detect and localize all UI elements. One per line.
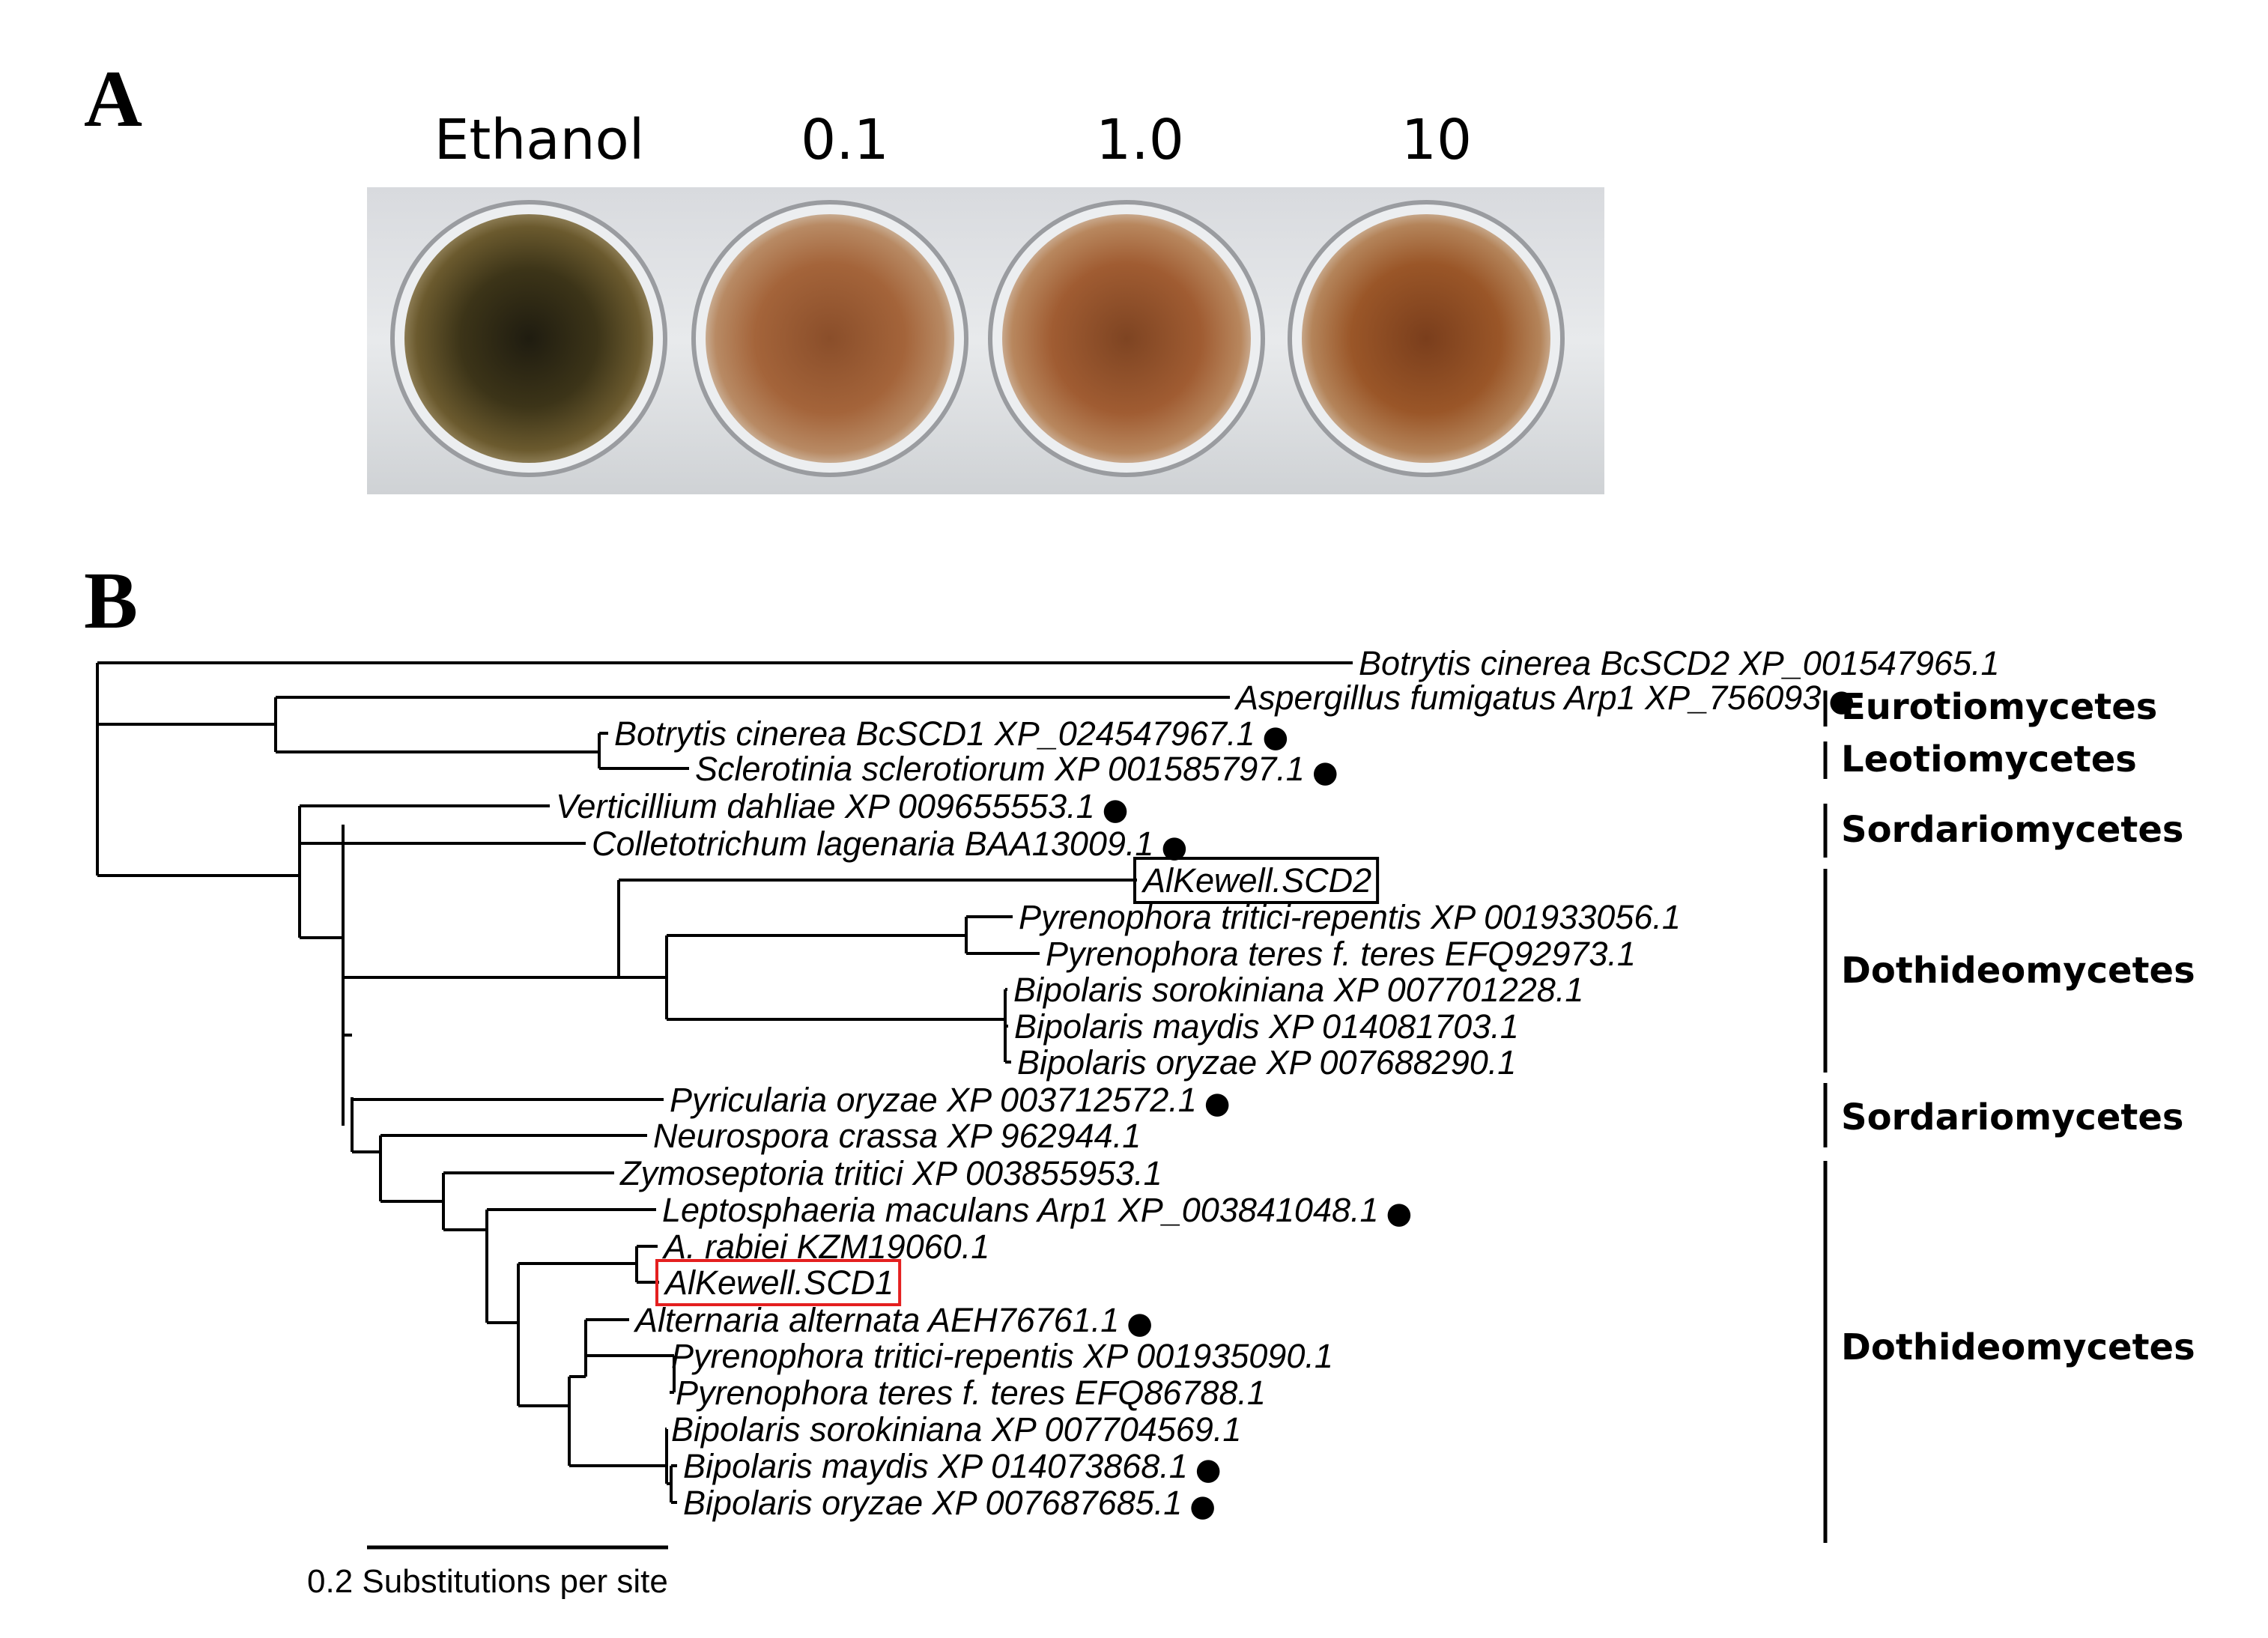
- dot-marker-icon: ●: [1312, 755, 1338, 789]
- dot-marker-icon: ●: [1204, 1086, 1231, 1120]
- taxon-label: Bipolaris oryzae XP 007687685.1: [683, 1484, 1182, 1522]
- taxon-label: Bipolaris oryzae XP 007688290.1: [1017, 1043, 1516, 1082]
- taxon-label: Pyrenophora teres f. teres EFQ92973.1: [1046, 935, 1636, 973]
- taxon-label: AlKewell.SCD1: [663, 1264, 894, 1302]
- panel-b-letter: B: [84, 556, 138, 646]
- dot-marker-icon: ●: [1103, 792, 1129, 827]
- well-10: [1288, 200, 1565, 477]
- well-0-1: [691, 200, 968, 477]
- taxon-label: Bipolaris sorokiniana XP 007704569.1: [671, 1410, 1241, 1449]
- clade-label-eurotiomycetes: Eurotiomycetes: [1841, 686, 2157, 728]
- scale-bar-label: 0.2 Substitutions per site: [307, 1563, 668, 1600]
- clade-label-dothideomycetes-1: Dothideomycetes: [1841, 950, 2195, 992]
- highlight-box-red: [655, 1259, 902, 1306]
- dot-marker-icon: ●: [1195, 1452, 1222, 1487]
- well-1-0: [988, 200, 1265, 477]
- well-ethanol: [390, 200, 667, 477]
- taxon-label: Colletotrichum lagenaria BAA13009.1: [592, 825, 1153, 863]
- column-label-1-0: 1.0: [1096, 108, 1184, 172]
- taxon-label: AlKewell.SCD2: [1141, 861, 1371, 900]
- taxon-label: Alternaria alternata AEH76761.1: [633, 1301, 1119, 1339]
- taxon-label: Bipolaris sorokiniana XP 007701228.1: [1013, 971, 1583, 1009]
- taxon-label: Pyrenophora teres f. teres EFQ86788.1: [676, 1374, 1266, 1412]
- taxon-label: Aspergillus fumigatus Arp1 XP_756093: [1234, 679, 1821, 717]
- dot-marker-icon: ●: [1127, 1306, 1153, 1341]
- culture-10: [1302, 214, 1550, 463]
- clade-label-leotiomycetes: Leotiomycetes: [1841, 738, 2137, 780]
- scale-bar: 0.2 Substitutions per site: [307, 1545, 668, 1600]
- taxon-label: Pyrenophora tritici-repentis XP 00193509…: [671, 1337, 1333, 1375]
- highlight-box-black: [1133, 857, 1380, 904]
- clade-brackets: Eurotiomycetes Leotiomycetes Sordariomyc…: [1823, 686, 2195, 1543]
- taxon-label: Bipolaris maydis XP 014081703.1: [1014, 1007, 1519, 1046]
- dot-marker-icon: ●: [1386, 1196, 1413, 1231]
- taxon-label: Leptosphaeria maculans Arp1 XP_003841048…: [662, 1191, 1379, 1229]
- culture-0-1: [706, 214, 954, 463]
- taxon-label: Neurospora crassa XP 962944.1: [653, 1117, 1141, 1155]
- taxon-label: Verticillium dahliae XP 009655553.1: [556, 787, 1095, 825]
- clade-label-sordariomycetes-2: Sordariomycetes: [1841, 1096, 2183, 1138]
- taxon-label: Sclerotinia sclerotiorum XP 001585797.1: [695, 750, 1305, 788]
- column-label-10: 10: [1401, 108, 1472, 172]
- column-label-ethanol: Ethanol: [434, 108, 645, 172]
- phylogenetic-tree: Botrytis cinerea BcSCD2 XP_001547965.1As…: [96, 644, 2000, 1523]
- taxon-label: Botrytis cinerea BcSCD2 XP_001547965.1: [1359, 644, 2000, 682]
- dot-marker-icon: ●: [1828, 684, 1855, 718]
- dot-marker-icon: ●: [1189, 1489, 1216, 1523]
- taxon-label: Bipolaris maydis XP 014073868.1: [683, 1447, 1188, 1485]
- clade-label-dothideomycetes-2: Dothideomycetes: [1841, 1326, 2195, 1368]
- taxon-label: Pyricularia oryzae XP 003712572.1: [670, 1081, 1197, 1119]
- well-plate-photo: [367, 187, 1604, 494]
- dot-marker-icon: ●: [1263, 720, 1289, 754]
- taxon-label: Pyrenophora tritici-repentis XP 00193305…: [1019, 898, 1681, 936]
- taxon-label: Zymoseptoria tritici XP 003855953.1: [619, 1154, 1162, 1192]
- column-label-0-1: 0.1: [801, 108, 889, 172]
- clade-label-sordariomycetes-1: Sordariomycetes: [1841, 809, 2183, 851]
- panel-a-letter: A: [84, 55, 142, 144]
- taxon-label: Botrytis cinerea BcSCD1 XP_024547967.1: [614, 715, 1255, 753]
- culture-1-0: [1002, 214, 1251, 463]
- culture-ethanol: [404, 214, 653, 463]
